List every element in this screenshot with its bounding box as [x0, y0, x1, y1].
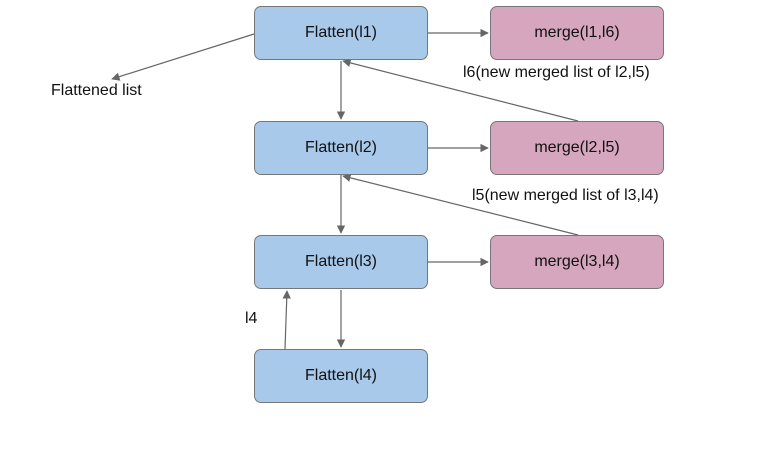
merge-l2-l5-node: merge(l2,l5) — [490, 121, 664, 175]
flatten-l2-label: Flatten(l2) — [304, 139, 378, 156]
arrow-merge-l3-l4-return-to-l2 — [342, 173, 579, 236]
merge-l2-l5-label: merge(l2,l5) — [534, 139, 620, 156]
flatten-l2-node: Flatten(l2) — [254, 121, 428, 175]
merge-l1-l6-label: merge(l1,l6) — [534, 24, 620, 41]
flatten-l1-label: Flatten(l1) — [304, 24, 378, 41]
l4-edge-label: l4 — [245, 310, 258, 327]
l6-note-label: l6(new merged list of l2,l5) — [463, 64, 650, 81]
flatten-l4-label: Flatten(l4) — [304, 367, 378, 384]
flatten-l4-node: Flatten(l4) — [254, 349, 428, 403]
arrow-flatten-l4-return-to-l3 — [282, 290, 291, 350]
flatten-l1-node: Flatten(l1) — [254, 6, 428, 60]
arrow-merge-l2-l5-return-to-l1 — [342, 58, 579, 122]
merge-l3-l4-label: merge(l3,l4) — [534, 253, 620, 270]
merge-l3-l4-node: merge(l3,l4) — [490, 235, 664, 289]
flattened-list-label: Flattened list — [51, 82, 142, 99]
flatten-l3-label: Flatten(l3) — [304, 253, 378, 270]
flatten-l3-node: Flatten(l3) — [254, 235, 428, 289]
arrow-flatten-l1-to-output — [111, 33, 255, 81]
l5-note-label: l5(new merged list of l3,l4) — [472, 187, 659, 204]
merge-l1-l6-node: merge(l1,l6) — [490, 6, 664, 60]
